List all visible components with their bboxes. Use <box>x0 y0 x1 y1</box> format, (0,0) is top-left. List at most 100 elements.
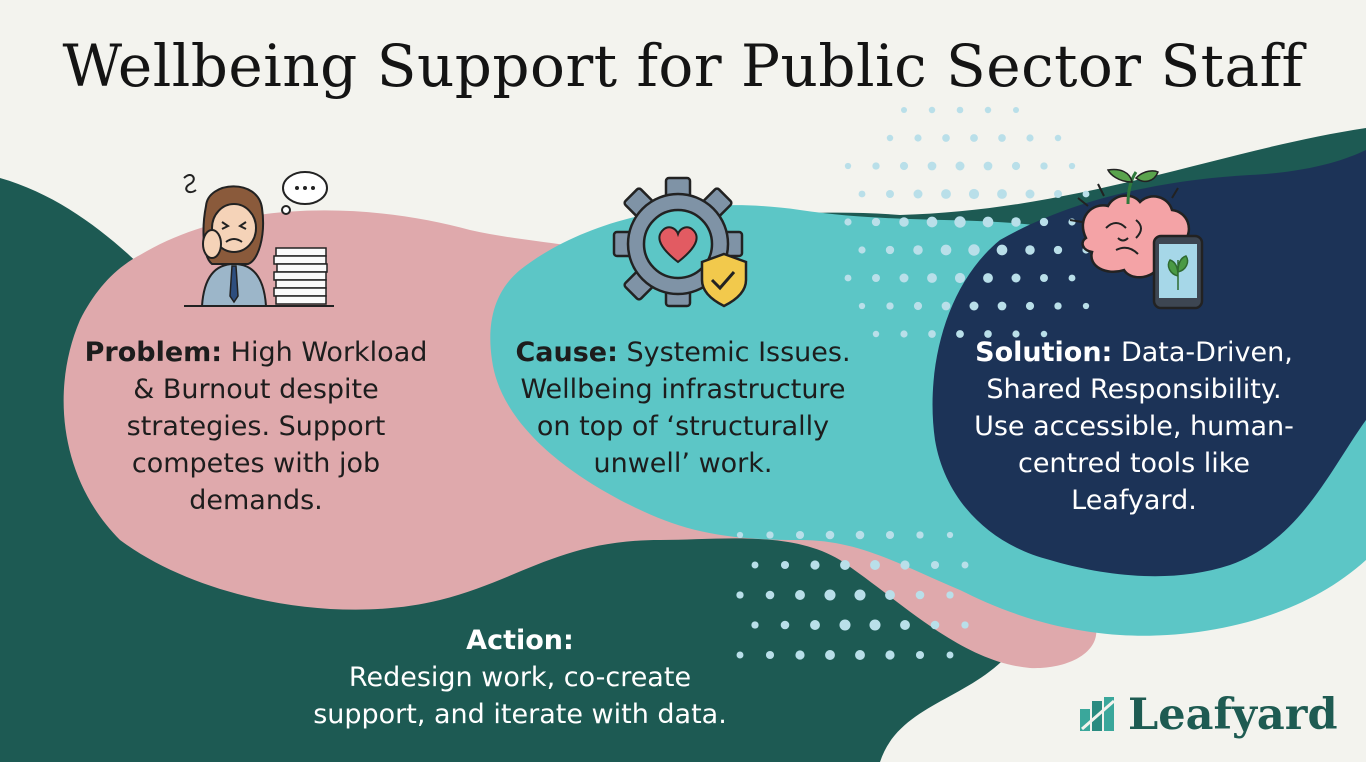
decor-dot <box>751 561 759 569</box>
decor-dot <box>968 188 980 200</box>
decor-dot <box>983 273 993 283</box>
gear-heart-shield-icon <box>612 176 748 308</box>
solution-text: Data-Driven, Shared Responsibility. Use … <box>974 337 1294 516</box>
decor-dot <box>1054 190 1062 198</box>
decor-dot <box>780 560 790 570</box>
decor-dot <box>872 162 880 170</box>
decor-dot <box>840 560 850 570</box>
decor-dot <box>1040 274 1048 282</box>
decor-dot <box>795 530 805 540</box>
decor-dot <box>954 272 966 284</box>
decor-dot <box>1011 217 1021 227</box>
action-label: Action: <box>466 625 574 656</box>
decor-dot <box>928 330 936 338</box>
decor-dot <box>751 621 759 629</box>
decor-dot <box>736 531 744 539</box>
decor-dot <box>927 161 937 171</box>
decor-dot <box>885 530 895 540</box>
decor-dot <box>869 619 881 631</box>
decor-dot <box>1011 273 1021 283</box>
decor-dot <box>736 651 744 659</box>
decor-dot <box>900 106 908 114</box>
decor-dot <box>1026 134 1034 142</box>
decor-dot <box>970 134 978 142</box>
solution-section: Solution: Data-Driven, Shared Responsibi… <box>958 334 1310 519</box>
decor-dot <box>1068 274 1076 282</box>
decor-dot <box>930 560 940 570</box>
decor-dot <box>900 620 910 630</box>
decor-dot <box>961 621 969 629</box>
solution-label: Solution: <box>975 337 1113 368</box>
dot-pattern-top <box>844 106 1090 338</box>
action-text: Redesign work, co-create support, and it… <box>313 662 727 730</box>
logo-text: Leafyard <box>1128 690 1338 740</box>
problem-label: Problem: <box>84 337 223 368</box>
decor-dot <box>956 106 964 114</box>
decor-dot <box>1039 217 1049 227</box>
decor-dot <box>1082 190 1090 198</box>
decor-dot <box>1053 245 1063 255</box>
decor-dot <box>927 273 937 283</box>
decor-dot <box>872 274 880 282</box>
decor-dot <box>946 651 954 659</box>
stressed-worker-icon <box>183 171 334 307</box>
decor-dot <box>885 590 895 600</box>
decor-dot <box>968 244 980 256</box>
decor-dot <box>982 216 994 228</box>
decor-dot <box>915 590 925 600</box>
decor-dot <box>766 531 774 539</box>
decor-dot <box>1011 161 1021 171</box>
problem-section: Problem: High Workload & Burnout despite… <box>78 334 434 519</box>
dot-pattern-bottom <box>736 530 969 660</box>
decor-dot <box>844 274 852 282</box>
decor-dot <box>1082 302 1090 310</box>
leaf-logo-icon <box>1080 697 1115 731</box>
decor-dot <box>795 650 805 660</box>
decor-dot <box>854 589 866 601</box>
decor-dot <box>941 301 951 311</box>
decor-dot <box>765 590 775 600</box>
decor-dot <box>780 620 790 630</box>
decor-dot <box>885 650 895 660</box>
decor-dot <box>913 245 923 255</box>
decor-dot <box>900 330 908 338</box>
cause-section: Cause: Systemic Issues. Wellbeing infras… <box>508 334 858 482</box>
decor-dot <box>1040 162 1048 170</box>
decor-dot <box>886 190 894 198</box>
decor-dot <box>858 190 866 198</box>
decor-dot <box>795 590 805 600</box>
decor-dot <box>1025 301 1035 311</box>
decor-dot <box>1054 302 1062 310</box>
action-section: Action: Redesign work, co-create support… <box>290 622 750 733</box>
decor-dot <box>915 650 925 660</box>
decor-dot <box>998 134 1006 142</box>
brain-phone-icon <box>1069 168 1204 310</box>
decor-dot <box>926 216 938 228</box>
decor-dot <box>839 619 851 631</box>
decor-dot <box>899 217 909 227</box>
decor-dot <box>825 650 835 660</box>
decor-dot <box>825 530 835 540</box>
decor-dot <box>872 330 880 338</box>
decor-dot <box>899 273 909 283</box>
decor-dot <box>941 189 951 199</box>
decor-dot <box>930 620 940 630</box>
decor-dot <box>940 244 952 256</box>
decor-dot <box>810 620 820 630</box>
cause-text: Systemic Issues. Wellbeing infrastructur… <box>520 337 851 479</box>
decor-dot <box>961 561 969 569</box>
decor-dot <box>996 244 1008 256</box>
decor-dot <box>1054 134 1062 142</box>
decor-dot <box>855 650 865 660</box>
decor-dot <box>942 134 950 142</box>
decor-dot <box>736 591 744 599</box>
decor-dot <box>1025 245 1035 255</box>
decor-dot <box>885 245 895 255</box>
decor-dot <box>913 189 923 199</box>
decor-dot <box>984 330 992 338</box>
decor-dot <box>899 161 909 171</box>
decor-dot <box>914 134 922 142</box>
navy-blob <box>932 150 1366 577</box>
decor-dot <box>946 531 954 539</box>
